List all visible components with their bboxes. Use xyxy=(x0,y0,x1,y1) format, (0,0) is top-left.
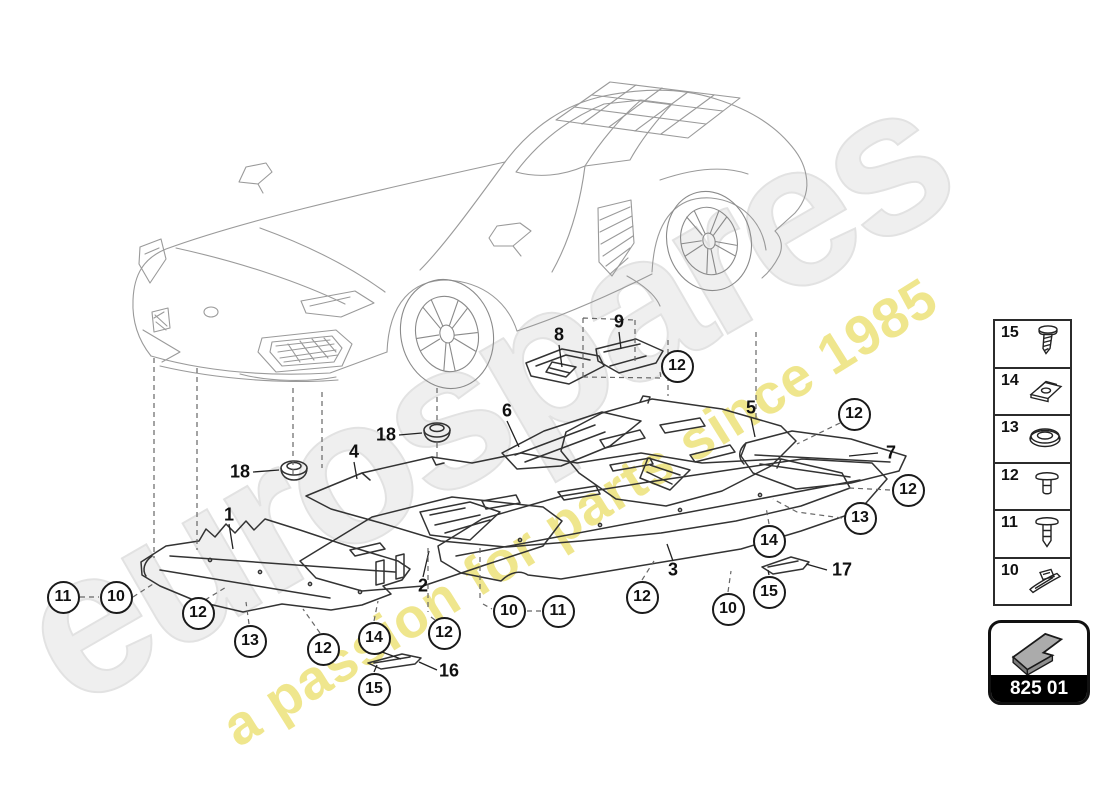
grommet-icon xyxy=(1023,418,1067,459)
panel-part-6 xyxy=(501,411,642,470)
panel-part-9 xyxy=(595,338,664,374)
legend-number: 15 xyxy=(1001,324,1019,341)
grommet-part-18-right xyxy=(423,422,451,443)
part-label-1: 1 xyxy=(223,504,235,525)
right-headlight xyxy=(300,290,375,318)
dashed-lines xyxy=(80,317,891,634)
callout-10[interactable]: 10 xyxy=(492,594,526,628)
callout-14[interactable]: 14 xyxy=(752,524,786,558)
part-label-16: 16 xyxy=(438,660,460,681)
legend-number: 10 xyxy=(1001,561,1019,579)
part-number-code: 825 01 xyxy=(991,675,1087,702)
callout-12[interactable]: 12 xyxy=(306,632,340,666)
brand-badge xyxy=(203,306,219,318)
front-wheel xyxy=(399,278,495,390)
near-mirror xyxy=(488,222,532,247)
part-label-4: 4 xyxy=(348,441,360,462)
part-label-8: 8 xyxy=(553,324,565,345)
legend-number: 11 xyxy=(1001,514,1018,531)
legend-number: 12 xyxy=(1001,466,1019,484)
panel-part-7 xyxy=(739,430,907,490)
rivet-icon xyxy=(1027,465,1067,508)
rear-wheel xyxy=(665,190,753,292)
callout-12[interactable]: 12 xyxy=(625,580,659,614)
strip-part-16 xyxy=(367,653,422,670)
callout-12[interactable]: 12 xyxy=(181,596,215,630)
panel-part-3 xyxy=(437,458,888,582)
legend-row-14[interactable]: 14 xyxy=(995,366,1070,415)
front-grille xyxy=(257,329,353,373)
fastener-legend: 15 14 13 xyxy=(993,319,1072,606)
part-label-17: 17 xyxy=(831,559,853,580)
callout-14[interactable]: 14 xyxy=(357,621,391,655)
part-label-18: 18 xyxy=(375,424,397,445)
part-label-18: 18 xyxy=(229,461,251,482)
part-label-3: 3 xyxy=(667,559,679,580)
legend-row-12[interactable]: 12 xyxy=(995,461,1070,510)
callout-10[interactable]: 10 xyxy=(711,592,745,626)
legend-row-11[interactable]: 11 xyxy=(995,509,1070,557)
legend-row-15[interactable]: 15 xyxy=(995,321,1070,367)
left-headlight xyxy=(138,238,167,284)
rivet-long-icon xyxy=(1027,510,1067,557)
panel-part-2 xyxy=(299,496,563,592)
callout-12[interactable]: 12 xyxy=(660,349,694,383)
part-number-box[interactable]: 825 01 xyxy=(988,620,1090,705)
callout-12[interactable]: 12 xyxy=(427,616,461,650)
callout-12[interactable]: 12 xyxy=(837,397,871,431)
part-label-2: 2 xyxy=(417,575,429,596)
callout-13[interactable]: 13 xyxy=(843,501,877,535)
callout-11[interactable]: 11 xyxy=(541,594,575,628)
car-body xyxy=(132,81,808,382)
grommet-part-18-left xyxy=(280,460,308,481)
engine-cover-grid xyxy=(555,81,741,139)
leader-lines xyxy=(228,331,879,673)
panel-part-1 xyxy=(140,518,411,613)
callout-15[interactable]: 15 xyxy=(357,672,391,706)
clip-icon xyxy=(1023,559,1067,604)
part-label-6: 6 xyxy=(501,400,513,421)
side-intake xyxy=(597,199,635,277)
legend-row-10[interactable]: 10 xyxy=(995,556,1070,605)
callout-12[interactable]: 12 xyxy=(891,473,925,507)
legend-number: 14 xyxy=(1001,371,1019,389)
callout-10[interactable]: 10 xyxy=(99,580,133,614)
clip-nut-icon xyxy=(1025,370,1067,413)
part-label-7: 7 xyxy=(885,442,897,463)
legend-row-13[interactable]: 13 xyxy=(995,414,1070,462)
callout-11[interactable]: 11 xyxy=(46,580,80,614)
strip-part-17 xyxy=(761,556,810,575)
part-label-5: 5 xyxy=(745,397,757,418)
callout-15[interactable]: 15 xyxy=(752,575,786,609)
legend-number: 13 xyxy=(1001,419,1019,436)
callout-13[interactable]: 13 xyxy=(233,624,267,658)
panel-part-8 xyxy=(525,348,605,385)
section-arrow-icon xyxy=(991,623,1087,676)
part-label-9: 9 xyxy=(613,311,625,332)
far-mirror xyxy=(238,162,273,185)
screw-icon xyxy=(1027,321,1067,366)
